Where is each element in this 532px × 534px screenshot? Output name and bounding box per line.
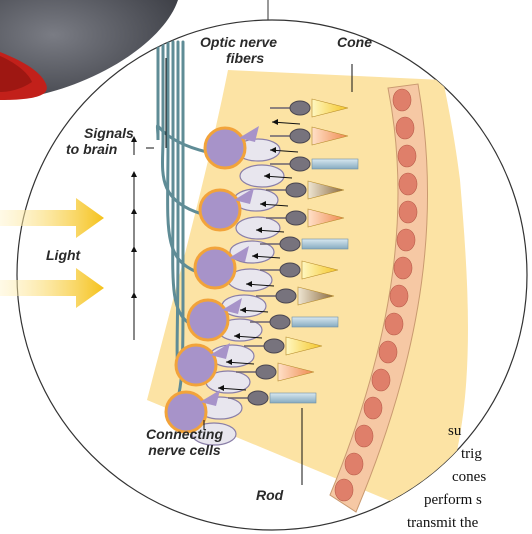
cone-cell-body	[276, 289, 296, 303]
ganglion-cell	[195, 248, 235, 288]
ganglion-cell	[188, 300, 228, 340]
rod-cell-body	[290, 157, 310, 171]
epithelium-nucleus	[397, 229, 415, 251]
cone-cell-body	[256, 365, 276, 379]
ganglion-cell	[200, 190, 240, 230]
rod-outer-segment	[302, 239, 348, 249]
epithelium-nucleus	[396, 117, 414, 139]
body-text-fragment: perform s	[424, 492, 482, 509]
bipolar-cell	[236, 217, 280, 239]
light-label: Light	[46, 247, 80, 263]
cone-cell-body	[286, 211, 306, 225]
cone-label: Cone	[337, 34, 372, 50]
epithelium-nucleus	[385, 313, 403, 335]
ganglion-cell	[176, 345, 216, 385]
epithelium-nucleus	[393, 89, 411, 111]
cone-cell-body	[290, 101, 310, 115]
cone-cell-body	[280, 263, 300, 277]
epithelium-nucleus	[379, 341, 397, 363]
rod-cell-body	[248, 391, 268, 405]
epithelium-nucleus	[399, 201, 417, 223]
epithelium-nucleus	[394, 257, 412, 279]
epithelium-nucleus	[345, 453, 363, 475]
epithelium-nucleus	[364, 397, 382, 419]
bipolar-cell	[222, 295, 266, 317]
cone-cell-body	[290, 129, 310, 143]
rod-cell-body	[270, 315, 290, 329]
body-text-fragment: trig	[461, 446, 482, 463]
epithelium-nucleus	[335, 479, 353, 501]
cone-cell-body	[286, 183, 306, 197]
body-text-fragment: su	[448, 423, 461, 440]
bipolar-cell	[240, 165, 284, 187]
body-text-fragment: cones	[452, 469, 486, 486]
epithelium-nucleus	[355, 425, 373, 447]
epithelium-nucleus	[372, 369, 390, 391]
rod-outer-segment	[312, 159, 358, 169]
cone-cell-body	[264, 339, 284, 353]
nerve-fiber	[177, 42, 178, 369]
epithelium-nucleus	[390, 285, 408, 307]
epithelium-nucleus	[398, 145, 416, 167]
body-text-fragment: transmit the	[407, 515, 478, 532]
epithelium-nucleus	[399, 173, 417, 195]
rod-cell-body	[280, 237, 300, 251]
rod-label: Rod	[256, 487, 283, 503]
rod-outer-segment	[292, 317, 338, 327]
rod-outer-segment	[270, 393, 316, 403]
ganglion-cell	[205, 128, 245, 168]
